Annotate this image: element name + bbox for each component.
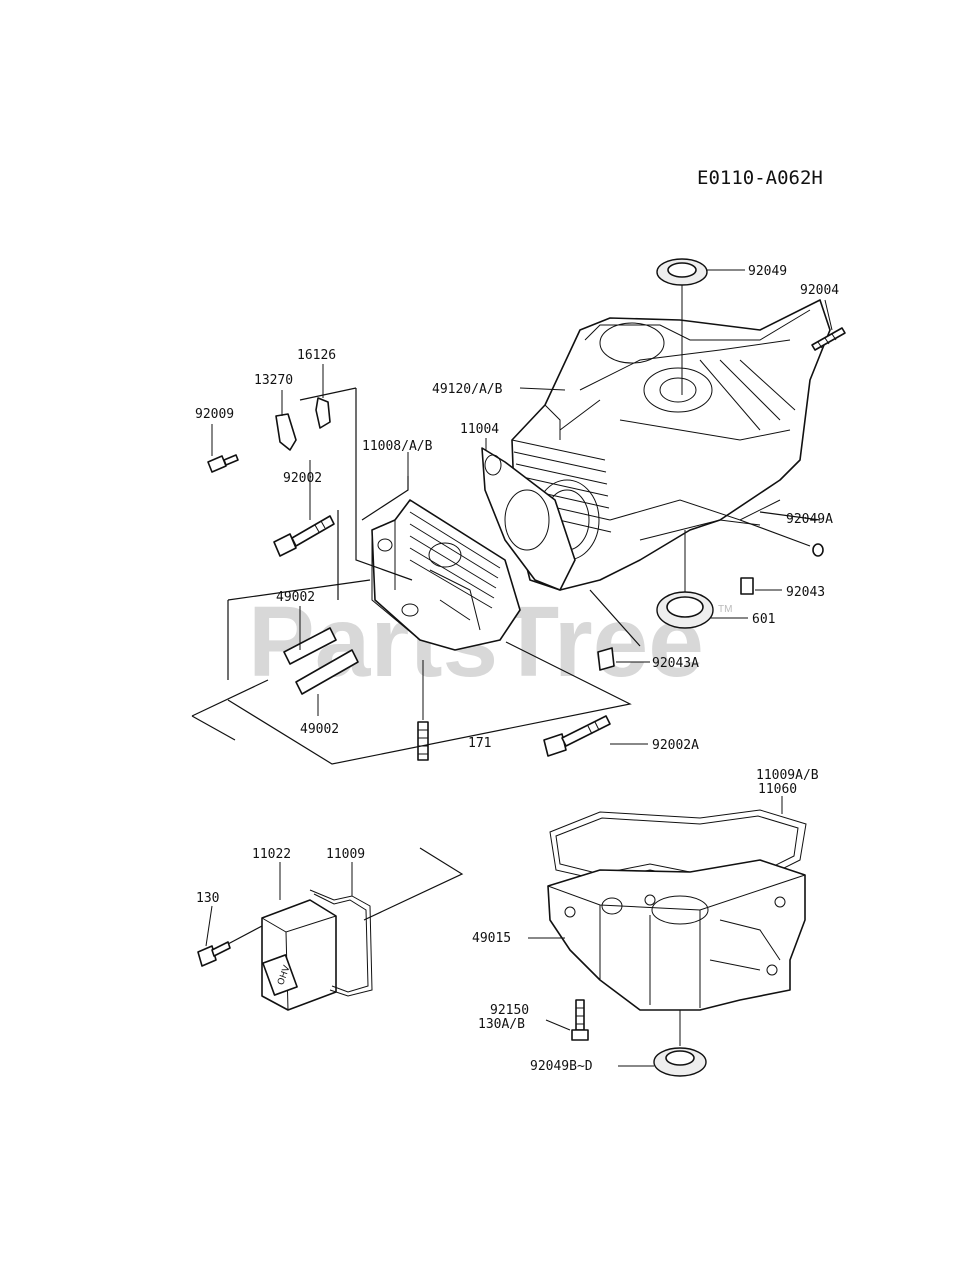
gasket-11004[interactable] — [481, 447, 576, 591]
label-92043A: 92043A — [652, 656, 699, 671]
bolt-92150[interactable] — [571, 999, 589, 1041]
bracket-13270[interactable] — [275, 413, 297, 451]
bolt-92002A[interactable] — [543, 715, 611, 757]
gasket-11009[interactable] — [309, 889, 373, 997]
label-92049A: 92049A — [786, 512, 833, 527]
bolt-92002[interactable] — [273, 515, 335, 557]
label-92150: 92150 — [490, 1003, 529, 1018]
push-rod-49002-upper[interactable] — [283, 627, 337, 665]
stud-92004[interactable] — [811, 327, 846, 351]
seal-92049A[interactable] — [812, 543, 824, 557]
label-130AB: 130A/B — [478, 1017, 525, 1032]
rocker-cover-11022[interactable]: OHV — [261, 899, 337, 1011]
pin-92043[interactable] — [740, 577, 754, 595]
label-92043: 92043 — [786, 585, 825, 600]
label-11008: 11008/A/B — [362, 439, 433, 454]
label-49002-upper: 49002 — [276, 590, 315, 605]
label-601: 601 — [752, 612, 775, 627]
label-13270: 13270 — [254, 373, 293, 388]
label-92009: 92009 — [195, 407, 234, 422]
label-16126: 16126 — [297, 348, 336, 363]
label-49120: 49120/A/B — [432, 382, 503, 397]
label-92002A: 92002A — [652, 738, 699, 753]
label-171: 171 — [468, 736, 491, 751]
label-11009: 11009 — [326, 847, 365, 862]
bearing-601[interactable] — [656, 530, 714, 629]
oil-seal-92049[interactable] — [656, 258, 708, 395]
label-130: 130 — [196, 891, 219, 906]
label-92049BD: 92049B~D — [530, 1059, 593, 1074]
oil-pan-49015[interactable] — [547, 859, 806, 1011]
label-49015: 49015 — [472, 931, 511, 946]
label-11004: 11004 — [460, 422, 499, 437]
label-49002-lower: 49002 — [300, 722, 339, 737]
oil-seal-92049BD[interactable] — [653, 1010, 707, 1077]
label-92002: 92002 — [283, 471, 322, 486]
push-rod-49002-lower[interactable] — [295, 649, 359, 695]
plate-16126[interactable] — [315, 397, 331, 429]
label-92004: 92004 — [800, 283, 839, 298]
cylinder-head-11008[interactable] — [371, 499, 521, 651]
label-11009AB: 11009A/B — [756, 768, 819, 783]
bolt-130[interactable] — [197, 941, 231, 967]
label-92049: 92049 — [748, 264, 787, 279]
diagram-reference-code: E0110-A062H — [697, 167, 823, 189]
leader-lines — [205, 269, 833, 1067]
pin-92043A[interactable] — [597, 647, 615, 671]
screw-92009[interactable] — [207, 454, 239, 473]
label-11022: 11022 — [252, 847, 291, 862]
stud-171[interactable] — [417, 660, 429, 761]
watermark-trademark: TM — [718, 604, 732, 615]
label-11060: 11060 — [758, 782, 797, 797]
